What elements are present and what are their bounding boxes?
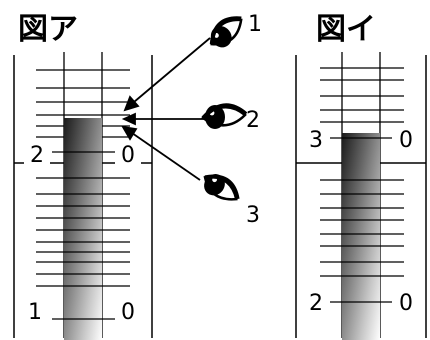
eye-1-icon: [209, 16, 243, 48]
scale-label-3: 3: [309, 128, 323, 153]
sight-arrow-3-head: [121, 125, 138, 141]
sight-arrows: [121, 37, 211, 181]
scale-ticks-b-overlay: [320, 137, 404, 303]
eye-1-label: 1: [248, 12, 262, 37]
figure-a-title: 図ア: [18, 12, 78, 47]
vernier-label-0-lower: 0: [121, 300, 135, 325]
figure-b: 3 0 2 0: [295, 52, 427, 340]
scale-label-2-b: 2: [309, 291, 323, 316]
sight-arrow-3: [131, 132, 201, 181]
scale-ticks-b: [320, 67, 404, 123]
eye-2-icon: [201, 103, 248, 129]
liquid-column-b: [342, 133, 380, 340]
scale-label-1: 1: [28, 300, 42, 325]
sight-arrow-2-head: [121, 112, 136, 126]
scale-ticks-a-overlay: [36, 151, 130, 320]
eye-3-label: 3: [246, 203, 260, 228]
eye-3-icon: [203, 174, 240, 201]
figure-b-title: 図イ: [316, 12, 376, 47]
figure-a: 2 0 1 0 1 2: [13, 12, 262, 340]
vernier-label-0-lower-b: 0: [399, 291, 413, 316]
sight-arrow-1-head: [123, 95, 140, 112]
eye-2-label: 2: [246, 108, 260, 133]
liquid-column-a: [64, 118, 102, 340]
sight-arrow-1: [133, 37, 211, 103]
scale-label-2: 2: [30, 143, 44, 168]
vernier-label-0-upper-b: 0: [399, 128, 413, 153]
vernier-label-0-upper: 0: [121, 143, 135, 168]
